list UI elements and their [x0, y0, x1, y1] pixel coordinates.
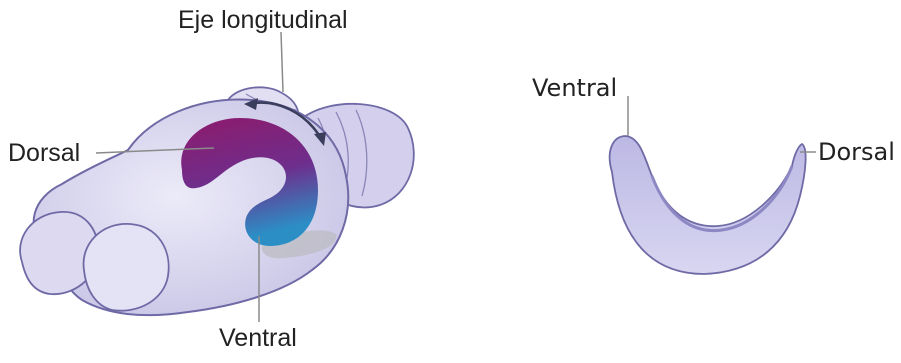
brain-illustration [20, 87, 414, 315]
dorsal-label-right: Dorsal [818, 140, 895, 164]
hippocampus-crescent [610, 136, 806, 274]
crescent-shape [610, 136, 806, 274]
ventral-label-left: Ventral [219, 326, 297, 351]
olfactory-bulb-right [84, 224, 169, 311]
dorsal-label-left: Dorsal [8, 141, 80, 166]
axis-label: Eje longitudinal [178, 8, 348, 33]
leader-axis [281, 32, 283, 92]
ventral-label-right: Ventral [532, 76, 617, 100]
